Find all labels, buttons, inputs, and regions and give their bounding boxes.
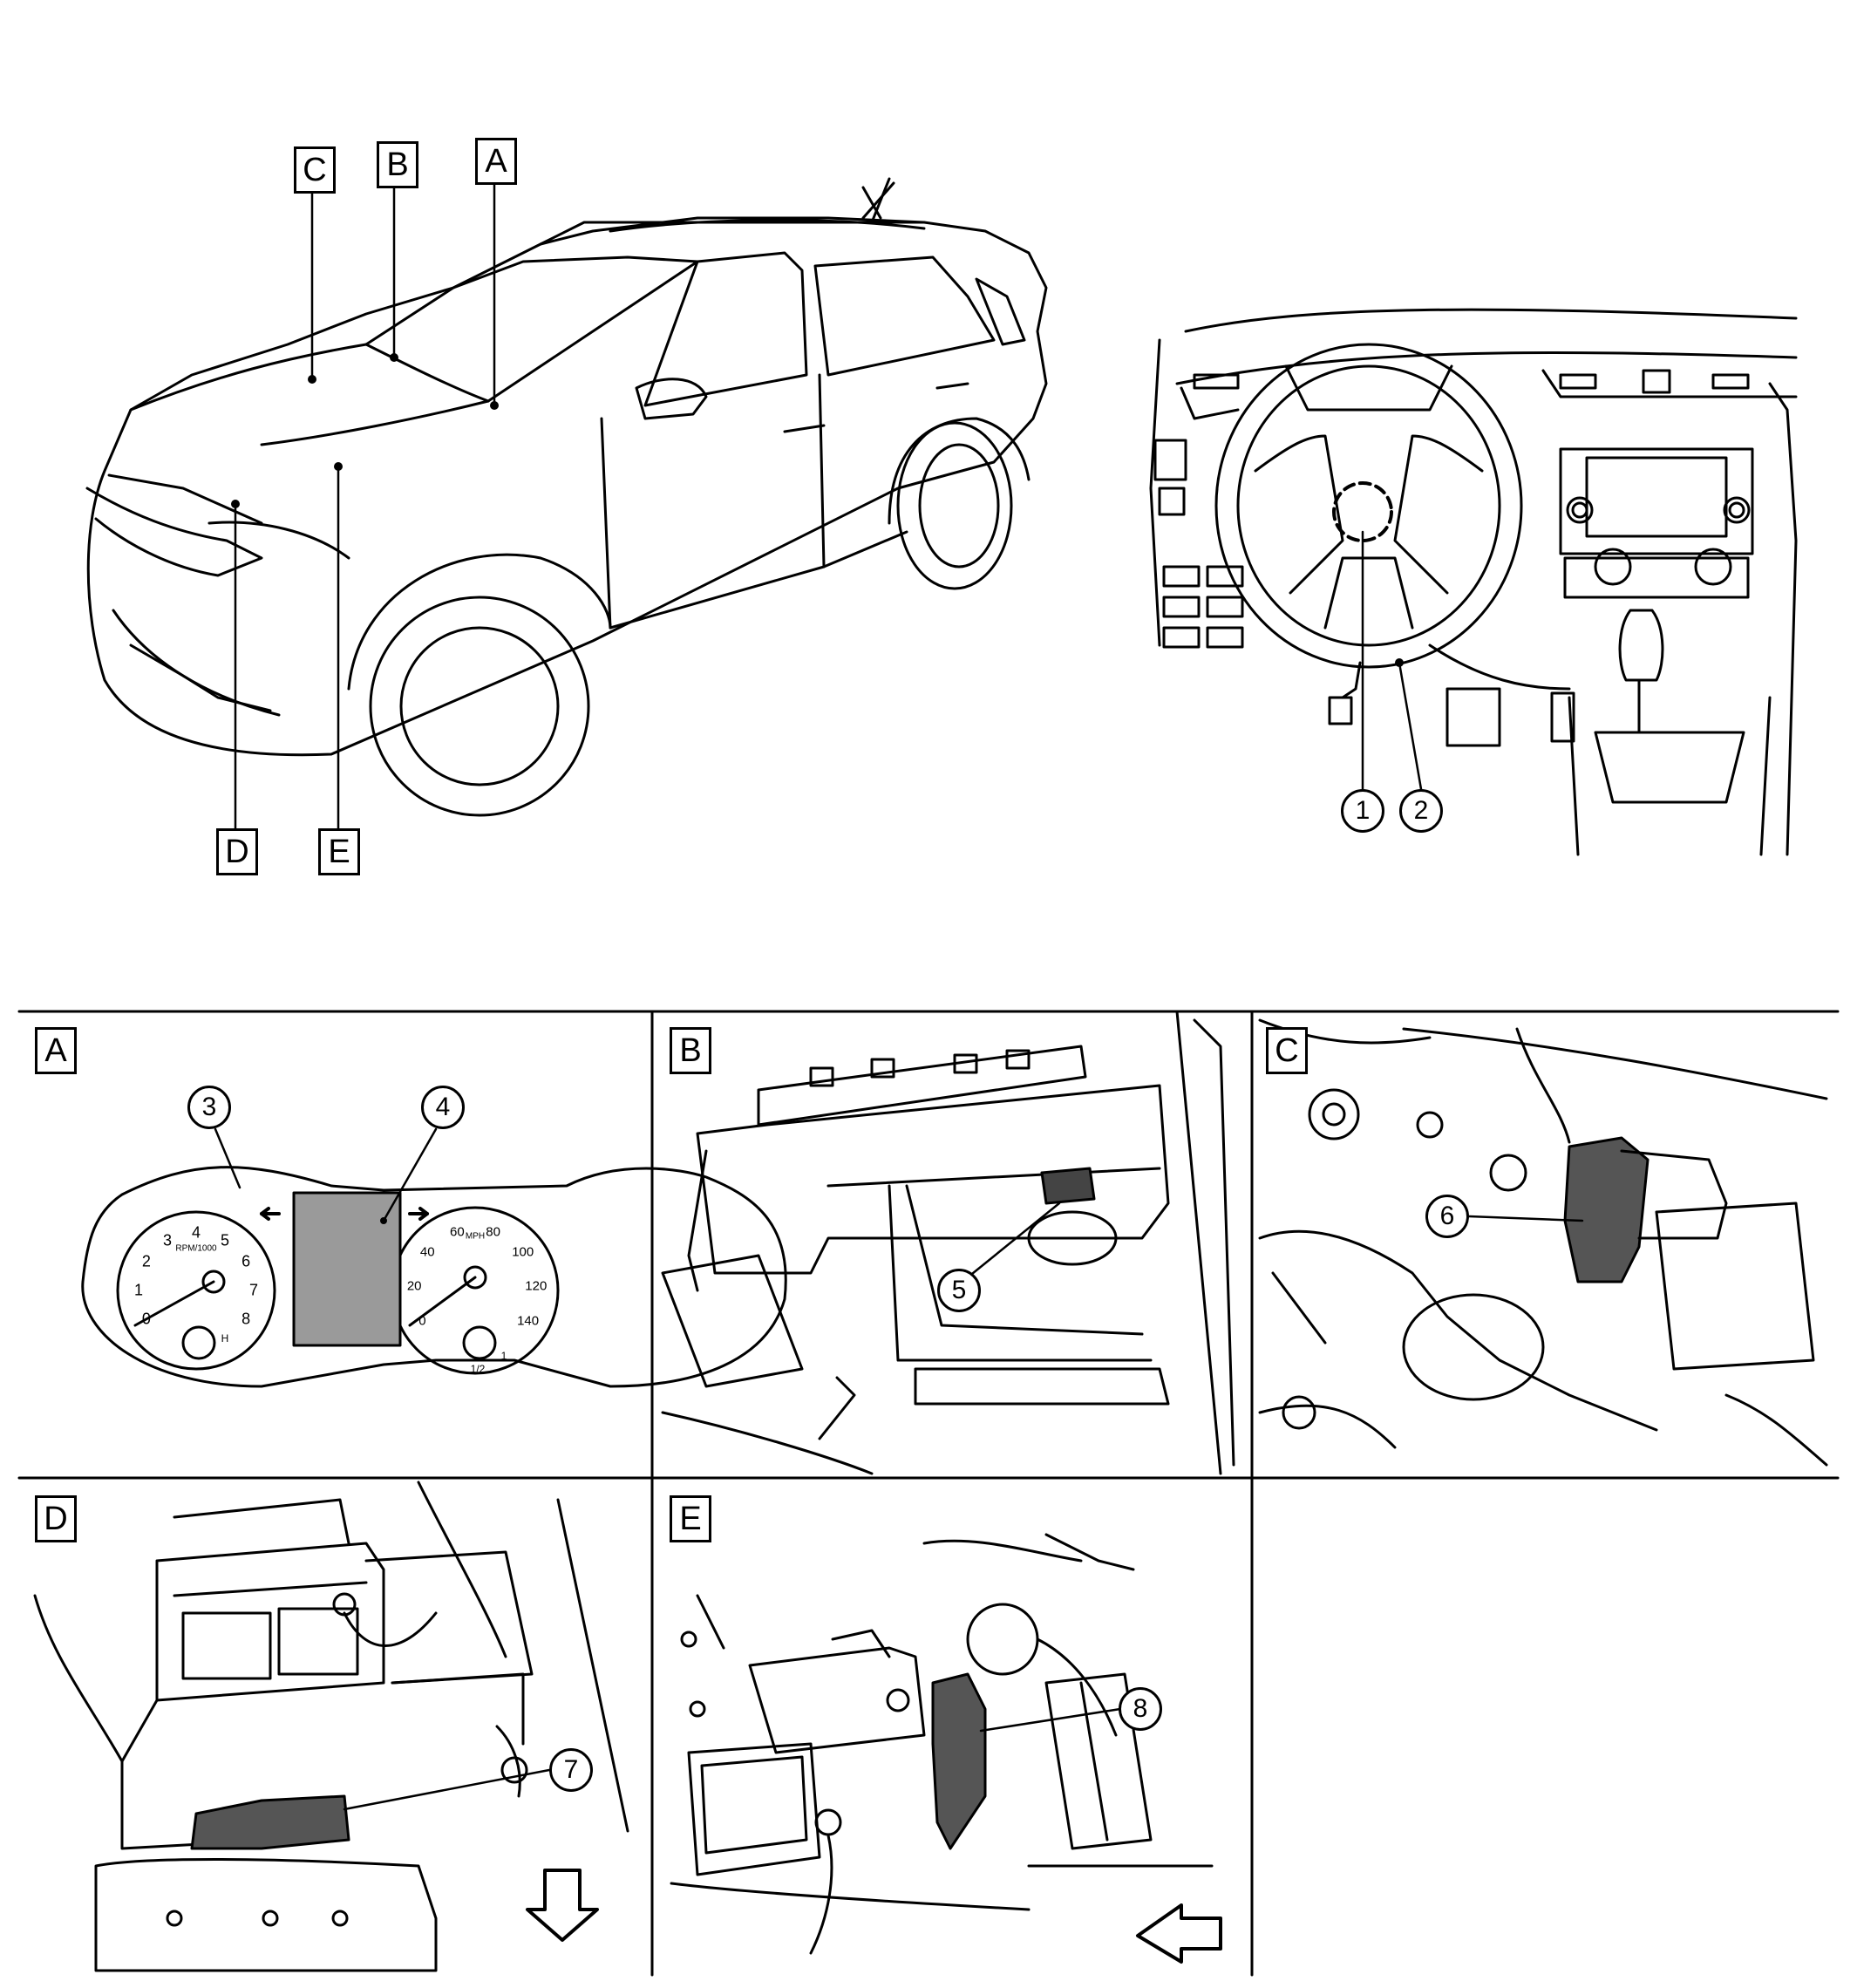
location-dot-c — [308, 375, 316, 384]
component-label-1: 1 — [1341, 789, 1384, 833]
engine-compartment-c — [1258, 1018, 1828, 1467]
engine-compartment-e — [670, 1533, 1214, 1955]
leader-line-6 — [1467, 1215, 1584, 1222]
panel-label-b: B — [670, 1027, 711, 1074]
speedo-tick-label: 0 — [418, 1313, 426, 1329]
bracket-illustration — [661, 1010, 1235, 1475]
ecm-marker — [190, 1794, 350, 1850]
component-label-2: 2 — [1399, 789, 1443, 833]
location-label-a: A — [475, 138, 517, 185]
panel-label-d: D — [35, 1495, 77, 1542]
control-unit-marker — [1563, 1136, 1650, 1283]
location-label-c: C — [294, 146, 336, 194]
leader-line-8 — [979, 1707, 1122, 1733]
fuel-half-label: 1/2 — [470, 1363, 486, 1375]
component-label-4: 4 — [421, 1086, 465, 1129]
component-label-5: 5 — [937, 1269, 981, 1312]
front-direction-arrow — [526, 1869, 599, 1942]
speedo-tick-label: 40 — [419, 1244, 435, 1260]
component-dot-2 — [1395, 658, 1404, 667]
tach-tick-label: 4 — [191, 1223, 201, 1242]
location-dot-e — [334, 462, 343, 471]
fuel-full-label: 1 — [500, 1350, 507, 1362]
location-dot-b — [390, 353, 398, 362]
component-label-8: 8 — [1119, 1687, 1162, 1731]
detail-grid — [17, 1010, 1840, 1977]
panel-label-a: A — [35, 1027, 77, 1074]
location-leader-lines — [234, 180, 496, 830]
tach-tick-label: 6 — [241, 1252, 251, 1270]
location-label-b: B — [377, 141, 418, 188]
location-label-e: E — [318, 828, 360, 875]
speedo-unit-label: MPH — [465, 1231, 486, 1242]
location-label-d: D — [216, 828, 258, 875]
tach-tick-label: 7 — [248, 1281, 259, 1299]
tach-tick-label: 1 — [133, 1281, 144, 1299]
fuse-block-marker — [1040, 1167, 1096, 1205]
speedo-tick-label: 60 — [450, 1224, 465, 1240]
leader-line-5 — [966, 1202, 1061, 1279]
leader-line-2 — [1398, 661, 1423, 791]
vehicle-illustration — [85, 177, 1048, 817]
speedo-tick-label: 20 — [406, 1278, 422, 1294]
temp-hot-label: H — [221, 1332, 229, 1345]
location-dot-d — [231, 500, 240, 508]
speedo-tick-label: 140 — [517, 1313, 540, 1329]
tach-tick-label: 0 — [141, 1310, 151, 1328]
tach-tick-label: 8 — [241, 1310, 251, 1328]
tach-unit-label: RPM/1000 — [175, 1243, 217, 1254]
tach-tick-label: 3 — [162, 1231, 173, 1249]
engine-compartment-d — [33, 1481, 629, 1972]
panel-label-c: C — [1266, 1027, 1308, 1074]
tach-tick-label: 5 — [220, 1231, 230, 1249]
speedo-tick-label: 120 — [525, 1278, 548, 1294]
panel-label-e: E — [670, 1495, 711, 1542]
tach-tick-label: 2 — [141, 1252, 151, 1270]
location-dot-a — [490, 401, 499, 410]
leader-line-3 — [214, 1127, 241, 1189]
ipdm-marker — [931, 1672, 987, 1850]
component-label-3: 3 — [187, 1086, 231, 1129]
leader-line-4 — [382, 1127, 438, 1222]
dashboard-illustration — [1149, 308, 1798, 856]
speedo-tick-label: 100 — [512, 1244, 534, 1260]
speedo-tick-label: 80 — [486, 1224, 500, 1240]
side-direction-arrow — [1136, 1903, 1222, 1964]
leader-line-7 — [343, 1768, 551, 1811]
component-label-7: 7 — [549, 1748, 593, 1792]
component-label-6: 6 — [1425, 1195, 1469, 1238]
